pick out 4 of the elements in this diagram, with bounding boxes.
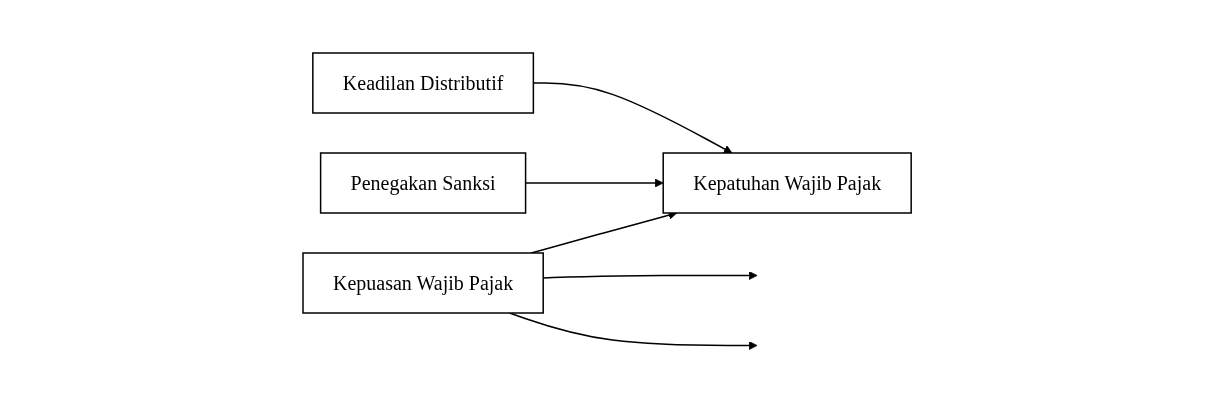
node-box: Penegakan Sanksi: [319, 152, 527, 214]
node-box: Keadilan Distributif: [312, 52, 534, 114]
node-box: Kepatuhan Wajib Pajak: [662, 152, 912, 214]
node-box: Kepuasan Wajib Pajak: [302, 252, 544, 314]
